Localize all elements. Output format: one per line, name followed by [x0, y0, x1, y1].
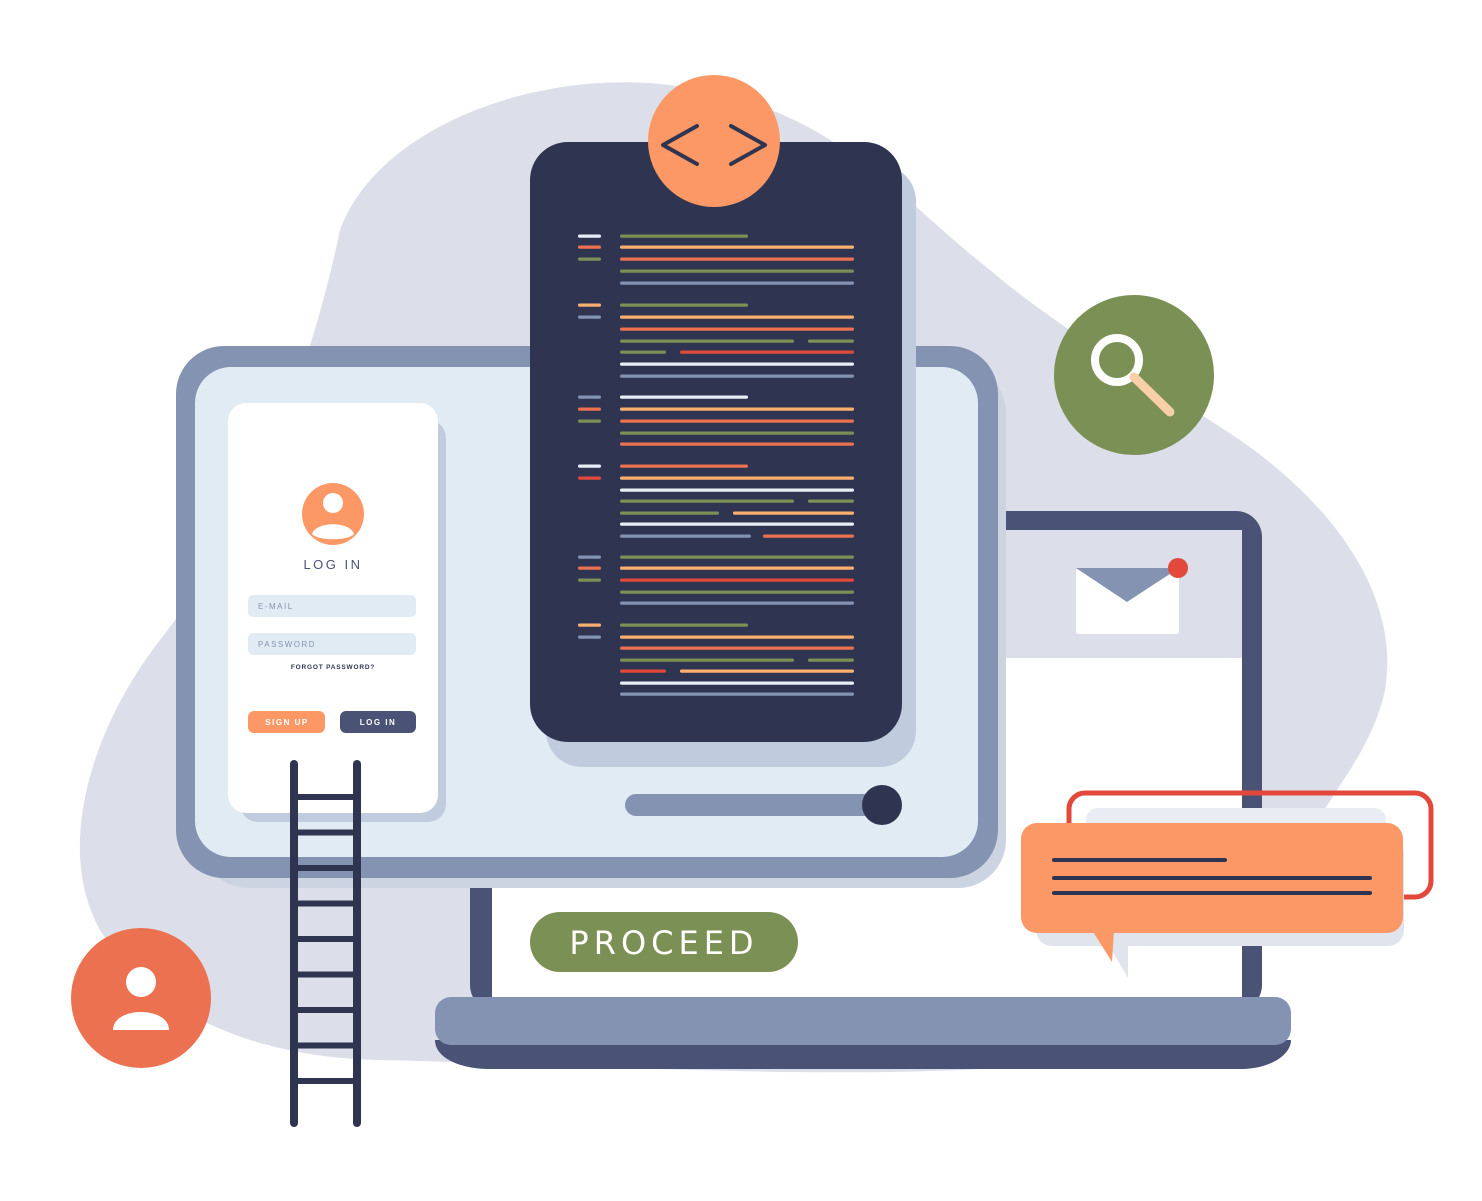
code-line: [578, 303, 601, 307]
code-line: [578, 635, 601, 639]
code-line: [680, 350, 854, 354]
code-line: [578, 623, 601, 627]
email-placeholder: E-MAIL: [258, 602, 294, 611]
code-line: [733, 511, 854, 515]
code-line: [620, 362, 854, 366]
code-line: [620, 522, 854, 526]
code-line: [578, 257, 601, 261]
code-line: [620, 339, 794, 343]
forgot-password-link[interactable]: FORGOT PASSWORD?: [291, 664, 375, 671]
code-line: [808, 339, 854, 343]
login-button[interactable]: LOG IN: [340, 711, 416, 733]
code-line: [620, 488, 854, 492]
avatar-icon: [302, 483, 364, 545]
password-placeholder: PASSWORD: [258, 640, 316, 649]
code-line: [620, 658, 794, 662]
code-line: [578, 315, 601, 319]
code-line: [578, 419, 601, 423]
signup-label: SIGN UP: [265, 718, 308, 727]
code-line: [620, 555, 854, 559]
code-line: [620, 374, 854, 378]
code-brackets-icon: [648, 75, 780, 207]
code-line: [620, 431, 854, 435]
code-line: [620, 646, 854, 650]
code-line: [620, 566, 854, 570]
slider-handle[interactable]: [862, 785, 902, 825]
chat-line-2: [1052, 876, 1372, 880]
code-line: [578, 476, 601, 480]
code-line: [620, 350, 666, 354]
code-lines: [578, 234, 854, 696]
proceed-button[interactable]: PROCEED: [530, 912, 798, 972]
chat-bubble-icon: [1021, 790, 1434, 978]
laptop-base-bottom: [435, 1040, 1291, 1069]
code-line: [620, 635, 854, 639]
login-label: LOG IN: [360, 718, 397, 727]
code-line: [620, 395, 748, 399]
code-line: [620, 327, 854, 331]
code-line: [578, 566, 601, 570]
code-line: [620, 476, 854, 480]
code-line: [578, 245, 601, 249]
login-card: LOG IN E-MAIL PASSWORD FORGOT PASSWORD? …: [228, 403, 446, 822]
signup-button[interactable]: SIGN UP: [248, 711, 325, 733]
code-line: [578, 578, 601, 582]
mail-icon[interactable]: [1076, 558, 1188, 634]
search-icon[interactable]: [1054, 295, 1214, 455]
user-icon[interactable]: [71, 928, 211, 1068]
code-line: [578, 234, 601, 238]
code-line: [578, 395, 601, 399]
code-panel: [530, 142, 916, 767]
code-line: [620, 681, 854, 685]
code-line: [620, 499, 794, 503]
password-field[interactable]: [248, 633, 416, 655]
login-title: LOG IN: [303, 557, 362, 572]
code-line: [620, 534, 751, 538]
chat-line-1: [1052, 858, 1227, 862]
code-panel-body: [530, 142, 902, 742]
code-line: [620, 257, 854, 261]
code-line: [620, 407, 854, 411]
email-field[interactable]: [248, 595, 416, 617]
code-line: [620, 303, 748, 307]
code-line: [620, 269, 854, 273]
code-line: [620, 692, 854, 696]
notification-dot: [1168, 558, 1188, 578]
code-line: [620, 419, 854, 423]
code-line: [620, 245, 854, 249]
code-line: [620, 234, 748, 238]
code-line: [808, 658, 854, 662]
code-line: [620, 623, 748, 627]
code-line: [578, 555, 601, 559]
code-line: [680, 669, 854, 673]
code-line: [620, 315, 854, 319]
code-line: [763, 534, 854, 538]
slider-track[interactable]: [625, 794, 883, 816]
ladder-icon: [290, 760, 361, 1127]
code-line: [578, 464, 601, 468]
code-line: [620, 511, 719, 515]
code-line: [620, 578, 854, 582]
code-line: [620, 464, 748, 468]
code-line: [620, 669, 666, 673]
proceed-label: PROCEED: [569, 924, 758, 962]
code-line: [808, 499, 854, 503]
code-line: [620, 601, 854, 605]
chat-bubble-tail: [1092, 930, 1114, 962]
laptop-base: [435, 997, 1291, 1045]
chat-line-3: [1052, 891, 1372, 895]
code-line: [620, 442, 854, 446]
code-line: [578, 407, 601, 411]
code-line: [620, 281, 854, 285]
code-line: [620, 590, 854, 594]
